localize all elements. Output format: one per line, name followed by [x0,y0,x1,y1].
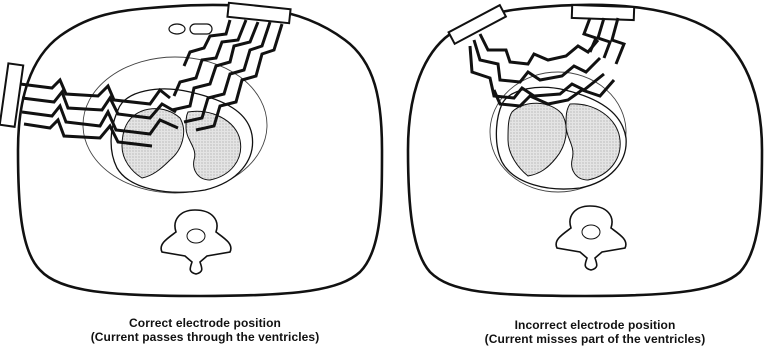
caption-detail: (Current passes through the ventricles) [60,330,350,344]
panel-incorrect [408,5,762,296]
caption-correct: Correct electrode position (Current pass… [60,316,350,344]
caption-incorrect: Incorrect electrode position (Current mi… [430,318,760,346]
panel-correct [0,3,382,296]
caption-title: Correct electrode position [60,316,350,330]
caption-detail: (Current misses part of the ventricles) [430,332,760,346]
caption-title: Incorrect electrode position [430,318,760,332]
